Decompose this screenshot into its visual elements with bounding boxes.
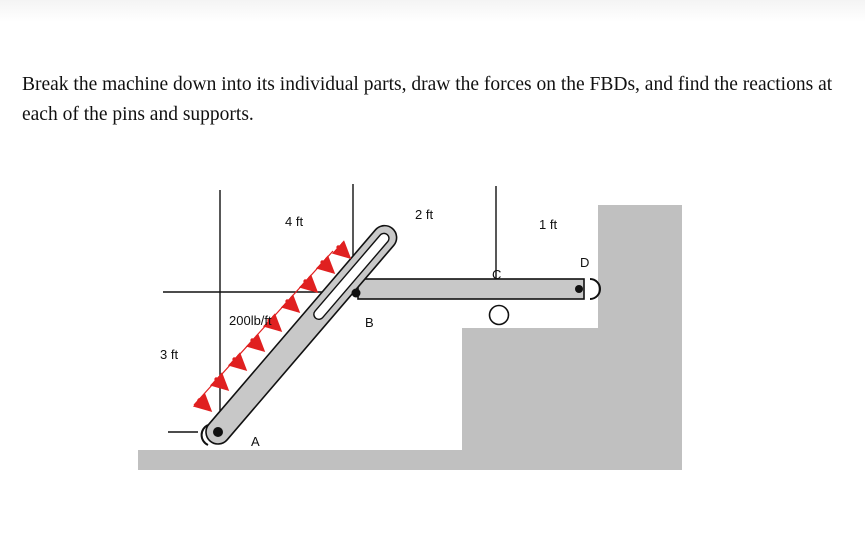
label-c: C <box>492 267 501 282</box>
page-top-strip <box>0 0 865 22</box>
pin-a <box>213 427 223 437</box>
label-3ft: 3 ft <box>160 347 178 362</box>
problem-statement: Break the machine down into its individu… <box>22 73 833 125</box>
label-a: A <box>251 434 260 449</box>
label-4ft: 4 ft <box>285 214 303 229</box>
pin-d-bracket <box>589 278 601 300</box>
label-b: B <box>365 315 374 330</box>
roller-c <box>488 304 510 326</box>
label-2ft: 2 ft <box>415 207 433 222</box>
label-1ft: 1 ft <box>539 217 557 232</box>
step-upper <box>598 205 682 470</box>
pin-a-bracket <box>200 424 209 446</box>
slot <box>313 232 390 321</box>
label-d: D <box>580 255 589 270</box>
load-envelope <box>193 250 334 406</box>
pin-d <box>575 285 583 293</box>
pin-b <box>351 288 361 298</box>
member-bd <box>357 278 585 300</box>
label-load: 200lb/ft <box>229 313 272 328</box>
